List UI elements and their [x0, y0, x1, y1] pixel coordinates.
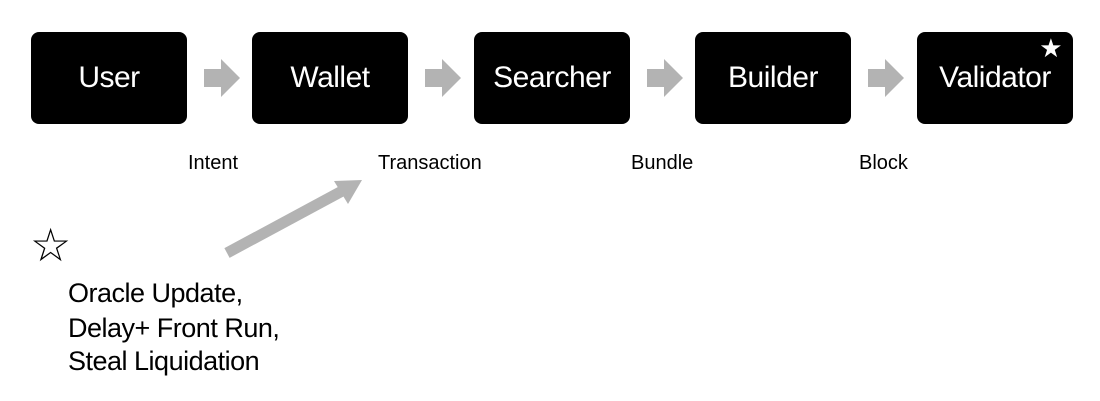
edge-label-block: Block: [859, 152, 908, 174]
right-arrow-icon: [204, 59, 240, 97]
note-line: Steal Liquidation: [68, 346, 260, 376]
right-arrow-icon: [868, 59, 904, 97]
filled-star-icon: ★: [1039, 34, 1062, 64]
node-label-validator: Validator: [939, 61, 1051, 94]
node-validator: Validator ★: [917, 32, 1073, 124]
node-label-builder: Builder: [728, 61, 818, 94]
note-line: Delay+ Front Run,: [68, 313, 280, 343]
node-wallet: Wallet: [252, 32, 408, 124]
note-line: Oracle Update,: [68, 278, 243, 308]
node-user: User: [31, 32, 187, 124]
outline-star-icon: ☆: [30, 218, 72, 272]
right-arrow-icon: [647, 59, 683, 97]
node-label-user: User: [78, 61, 140, 94]
edge-label-bundle: Bundle: [631, 152, 694, 174]
right-arrow-icon: [425, 59, 461, 97]
edge-label-intent: Intent: [188, 152, 239, 174]
node-builder: Builder: [695, 32, 851, 124]
node-label-wallet: Wallet: [290, 61, 370, 94]
node-label-searcher: Searcher: [493, 61, 611, 94]
edge-label-transaction: Transaction: [378, 152, 482, 174]
node-searcher: Searcher: [474, 32, 630, 124]
